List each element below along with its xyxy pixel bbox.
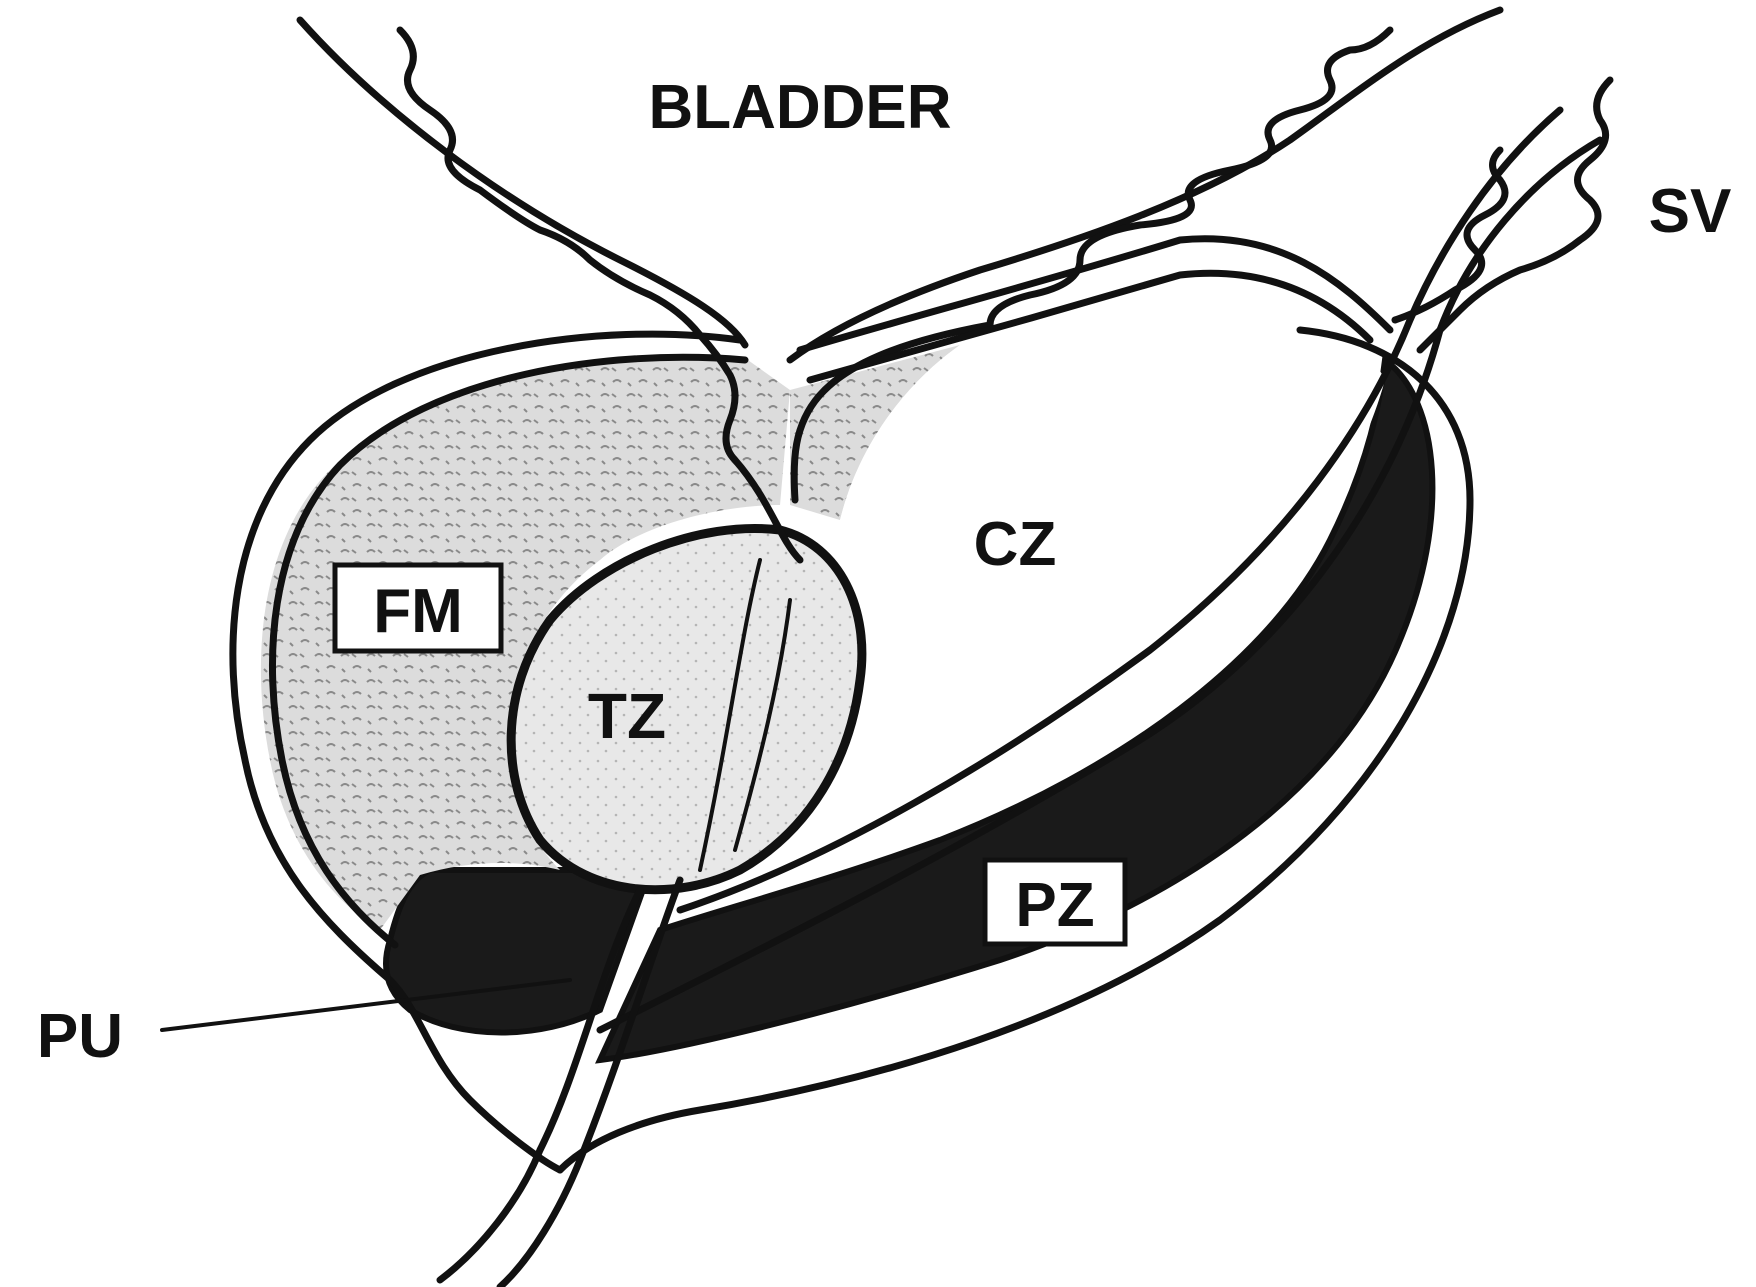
bladder-label: BLADDER <box>648 73 951 142</box>
tz-label: TZ <box>588 680 666 752</box>
sv-label: SV <box>1649 177 1732 246</box>
fm-label: FM <box>373 577 463 646</box>
seminal-vesicle-outline-2 <box>1395 150 1505 320</box>
bladder-wall-left-outer <box>300 20 745 345</box>
pu-label: PU <box>37 1002 123 1071</box>
pz-label: PZ <box>1015 871 1094 940</box>
cz-label: CZ <box>974 510 1057 579</box>
bladder-wall-right-outer <box>790 10 1500 360</box>
